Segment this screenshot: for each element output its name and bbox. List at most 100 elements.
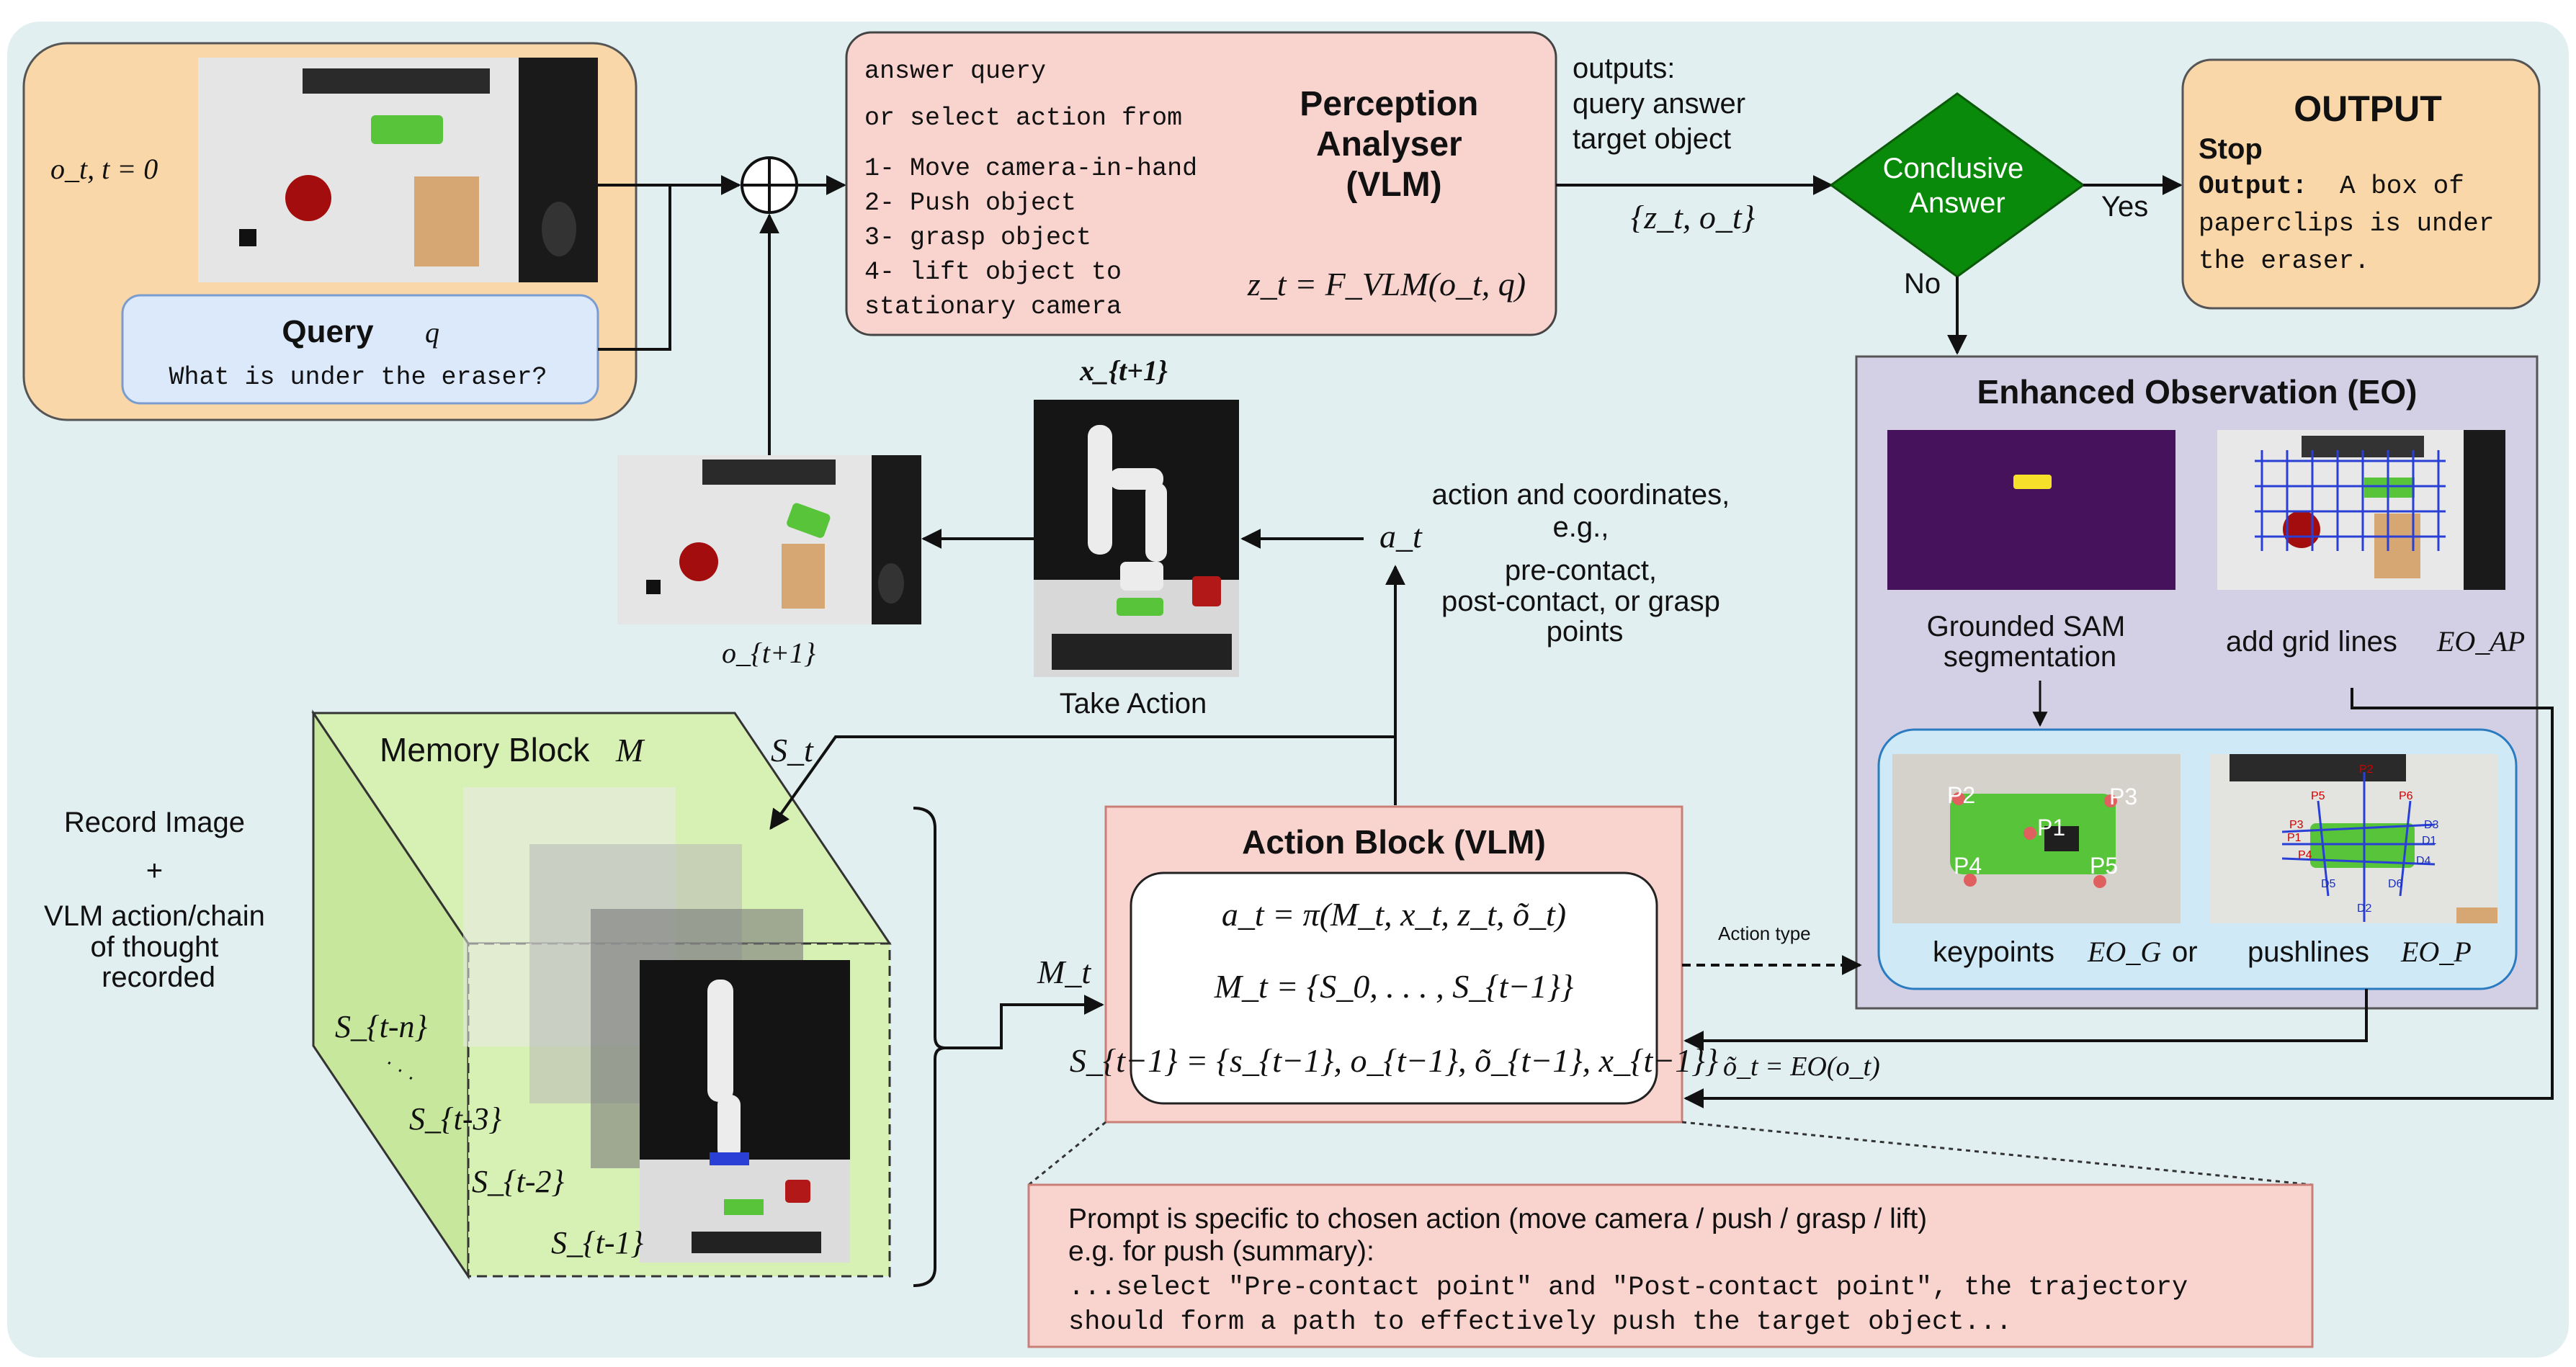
grid-lines-image	[2217, 430, 2505, 590]
sam-label-line: Grounded SAM	[1927, 611, 2126, 642]
action-block: Action Block (VLM) a_t = π(M_t, x_t, z_t…	[1070, 805, 1718, 1124]
action-equations-box	[1130, 871, 1658, 1105]
record-note-line: VLM action/chain	[44, 900, 265, 932]
robot-state-label: x_{t+1}	[1079, 354, 1168, 387]
keypoint-label: P5	[2090, 853, 2118, 879]
grid-symbol: EO_AP	[2436, 625, 2525, 658]
perception-outputs: outputs: query answer target object	[1573, 53, 1753, 155]
output-text-third: the eraser.	[2199, 246, 2370, 276]
pushline-label: P3	[2289, 819, 2304, 831]
instruction-line: answer query	[864, 57, 1046, 86]
sam-segmentation-image	[1887, 430, 2175, 590]
output-panel	[2181, 58, 2541, 310]
memory-state-label: S_{t-2}	[472, 1164, 564, 1199]
query-title: Query	[282, 314, 374, 349]
pushline-label: P6	[2399, 790, 2413, 802]
coord-note-line: action and coordinates,	[1432, 479, 1730, 511]
policy-equation: a_t = π(M_t, x_t, z_t, õ_t)	[1222, 896, 1566, 933]
pushline-label: P4	[2298, 849, 2312, 861]
state-label: S_t	[771, 732, 814, 768]
conclusive-answer-decision: Conclusive Answer	[1829, 92, 2085, 278]
workspace-photo-t0	[198, 58, 598, 282]
or-label: or	[2172, 936, 2198, 968]
keypoint-label: P3	[2109, 784, 2137, 810]
arrow-state-to-memory	[769, 735, 1395, 830]
decision-line: Conclusive	[1883, 153, 2024, 184]
memory-block: Memory Block M S_{t-n} · · · S_{t-3} S_{…	[311, 709, 892, 1280]
output-text-second: paperclips is under	[2199, 209, 2494, 238]
pushline-label: D5	[2321, 878, 2336, 890]
output-title: OUTPUT	[2294, 89, 2442, 129]
action-symbol: a_t	[1379, 518, 1423, 555]
state-equation: S_{t−1} = {s_{t−1}, o_{t−1}, õ_{t−1}, x_…	[1070, 1042, 1718, 1079]
coord-note-line: e.g.,	[1553, 511, 1609, 543]
perception-instructions: answer query or select action from 1- Mo…	[864, 57, 1212, 321]
output-set: {z_t, o_t}	[1631, 199, 1755, 236]
keypoints-label: keypoints	[1933, 936, 2054, 968]
coord-note-line: pre-contact,	[1505, 555, 1657, 586]
memory-latest-frame	[640, 960, 850, 1263]
pushline-label: D1	[2422, 835, 2437, 847]
combine-junction	[741, 156, 798, 214]
prompt-line: e.g. for push (summary):	[1068, 1236, 1374, 1267]
memory-equation: M_t = {S_0, . . . , S_{t−1}}	[1214, 968, 1574, 1005]
arrow-memory-to-actionblock	[945, 995, 1104, 1049]
prompt-note: Prompt is specific to chosen action (mov…	[1027, 1183, 2314, 1348]
memory-symbol: M	[615, 732, 645, 768]
prompt-line: Prompt is specific to chosen action (mov…	[1068, 1204, 1927, 1234]
prompt-panel	[1027, 1183, 2314, 1348]
action-coordinates-note: action and coordinates, e.g., pre-contac…	[1432, 479, 1738, 647]
sam-label-line: segmentation	[1944, 641, 2116, 673]
pushlines-image: P1 P2 P3 P4 P5 P6 D1 D2 D3 D4 D5 D6	[2209, 754, 2497, 923]
memory-state-label: S_{t-1}	[551, 1225, 643, 1260]
pushlines-label: pushlines	[2248, 936, 2369, 968]
sam-label: Grounded SAM segmentation	[1927, 611, 2134, 673]
record-note-line: of thought	[90, 931, 218, 963]
observation-label: o_t, t = 0	[50, 153, 158, 185]
instruction-line: 2- Push object	[864, 189, 1076, 218]
arrow-eo-options-to-action	[1683, 989, 2368, 1051]
instruction-line: stationary camera	[864, 292, 1122, 321]
take-action-label: Take Action	[1060, 688, 1207, 720]
action-title: Action Block (VLM)	[1242, 823, 1546, 861]
outputs-line: target object	[1573, 123, 1731, 155]
next-observation-photo	[617, 455, 921, 624]
eo-formula: õ_t = EO(o_t)	[1723, 1052, 1880, 1082]
memory-state-label: S_{t-n}	[335, 1009, 427, 1044]
pushline-label: D4	[2416, 855, 2431, 867]
pushline-label: D6	[2388, 878, 2403, 890]
memory-context-label: M_t	[1037, 954, 1091, 990]
output-label: Output:	[2199, 171, 2307, 201]
pushline-label: P1	[2287, 832, 2302, 844]
no-label: No	[1904, 268, 1941, 300]
robot-action-photo	[1034, 400, 1239, 677]
record-note: Record Image + VLM action/chain of thoug…	[44, 807, 273, 993]
yes-label: Yes	[2101, 191, 2148, 223]
next-obs-label: o_{t+1}	[722, 637, 815, 669]
record-note-line: Record Image	[64, 807, 245, 838]
perception-title-line: Analyser	[1316, 125, 1462, 163]
prompt-connector-right	[1681, 1121, 2313, 1186]
decision-label: Conclusive Answer	[1883, 153, 2032, 219]
coord-note-line: post-contact, or grasp	[1441, 586, 1720, 617]
pushline-label: P2	[2359, 763, 2374, 776]
arrow-query-to-junction	[598, 185, 671, 351]
perception-title-line: (VLM)	[1346, 166, 1441, 204]
keypoints-symbol: EO_G	[2087, 936, 2161, 968]
instruction-line: 1- Move camera-in-hand	[864, 154, 1197, 183]
pushlines-symbol: EO_P	[2400, 936, 2472, 968]
memory-title: Memory Block	[380, 731, 590, 768]
outputs-line: query answer	[1573, 88, 1745, 120]
perception-title-line: Perception	[1300, 85, 1478, 123]
pushline-label: D3	[2424, 819, 2439, 831]
instruction-line: 4- lift object to	[864, 258, 1122, 287]
instruction-line: 3- grasp object	[864, 223, 1091, 252]
outputs-line: outputs:	[1573, 53, 1675, 84]
prompt-line: ...select "Pre-contact point" and "Post-…	[1068, 1273, 2188, 1303]
keypoint-label: P1	[2037, 815, 2065, 841]
perception-analyser-block: answer query or select action from 1- Mo…	[845, 31, 1557, 336]
input-block: o_t, t = 0 Query q What is under the era…	[22, 42, 638, 421]
pushline-label: D2	[2357, 902, 2372, 915]
decision-line: Answer	[1909, 187, 2005, 219]
perception-formula: z_t = F_VLM(o_t, q)	[1247, 266, 1526, 302]
